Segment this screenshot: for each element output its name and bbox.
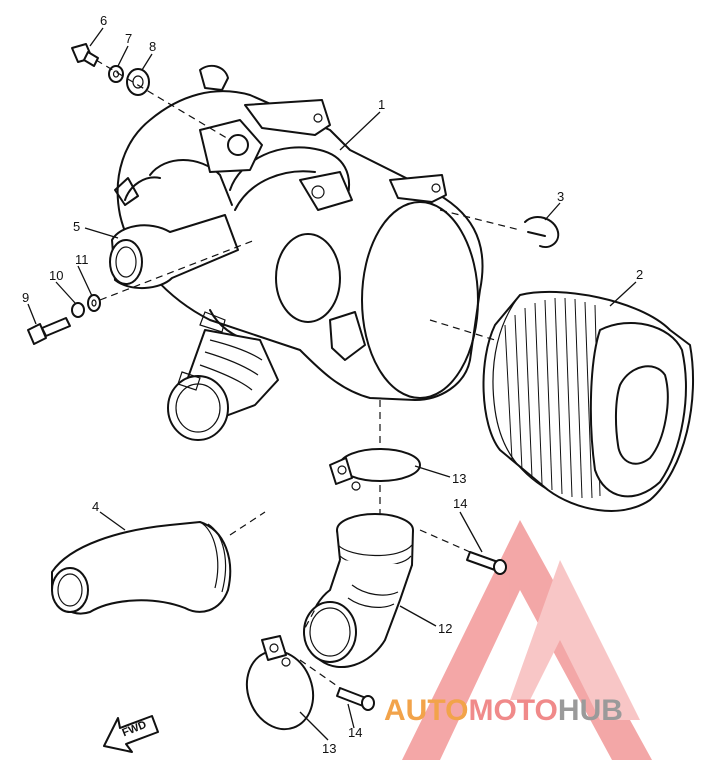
lower-joint	[167, 311, 279, 441]
watermark-text: AUTOMOTOHUB	[384, 694, 623, 728]
callout-7: 7	[125, 31, 133, 46]
callout-8: 8	[149, 39, 157, 54]
washer-10	[71, 302, 85, 318]
callout-12: 12	[438, 621, 453, 636]
callout-2: 2	[636, 267, 644, 282]
callout-11: 11	[75, 252, 89, 267]
air-cleaner-case	[114, 64, 484, 401]
joint-12	[303, 513, 414, 669]
intake-pipe-front	[109, 214, 239, 290]
bolt-6	[71, 43, 99, 67]
washer-11	[87, 294, 101, 312]
callout-6: 6	[100, 13, 108, 28]
screw-14-upper	[466, 551, 507, 575]
clamp-13-upper	[329, 448, 421, 491]
watermark-hub: HUB	[557, 694, 623, 727]
watermark-logo	[402, 520, 652, 760]
watermark-moto: MOTO	[468, 694, 558, 727]
filter-element	[482, 290, 695, 512]
callout-5: 5	[73, 219, 81, 234]
bolt-9	[27, 317, 71, 345]
callout-13-upper: 13	[452, 471, 467, 486]
screw-14-lower	[336, 687, 375, 711]
callout-9: 9	[22, 290, 30, 305]
callout-14-lower: 14	[348, 725, 363, 740]
clip-part	[524, 216, 560, 248]
callout-1: 1	[378, 97, 386, 112]
callout-3: 3	[557, 189, 565, 204]
callout-14-upper: 14	[453, 496, 468, 511]
intake-duct	[51, 521, 232, 615]
callout-13-lower: 13	[322, 741, 337, 756]
callout-4: 4	[92, 499, 100, 514]
grommet-8	[126, 68, 150, 96]
leader-lines	[27, 27, 637, 741]
clamp-13-lower	[245, 635, 315, 731]
forward-arrow	[103, 715, 159, 753]
alignment-lines	[95, 59, 521, 689]
watermark-auto: AUTO	[384, 694, 469, 727]
callout-10: 10	[49, 268, 64, 283]
